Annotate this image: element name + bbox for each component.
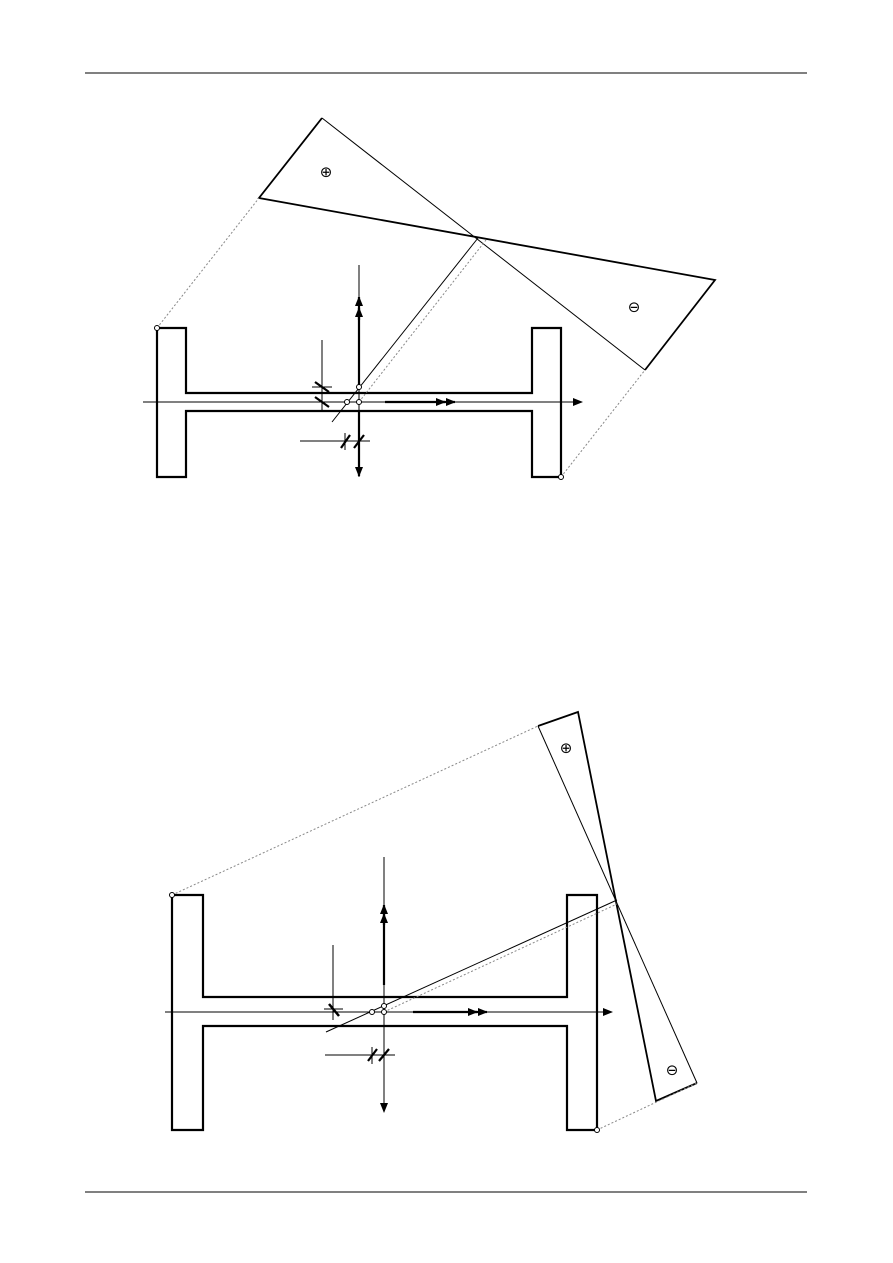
- stress-diagram-outline: [537, 710, 698, 1103]
- figure-bottom: ⊕ ⊖: [165, 710, 698, 1133]
- neutral-axis: [331, 237, 479, 423]
- projection-line: [596, 1082, 698, 1131]
- neutral-axis: [325, 899, 618, 1033]
- neutral-axis-parallel: [358, 239, 487, 403]
- figure-top: ⊕ ⊖: [143, 117, 717, 480]
- dimension-tick: [367, 1048, 378, 1062]
- projection-line: [156, 197, 260, 329]
- dimension-tick: [328, 1003, 340, 1017]
- dimension-tick: [314, 396, 330, 408]
- projection-line: [560, 369, 646, 478]
- stress-diagram-outline: [257, 117, 717, 371]
- point-marker: [558, 474, 564, 480]
- point-marker: [344, 399, 350, 405]
- positive-symbol: ⊕: [320, 163, 333, 181]
- point-marker: [154, 325, 160, 331]
- point-marker: [381, 1003, 387, 1009]
- stress-zero-line: [321, 117, 646, 371]
- point-marker: [594, 1127, 600, 1133]
- point-marker: [356, 384, 362, 390]
- point-marker: [381, 1009, 387, 1015]
- negative-symbol: ⊖: [628, 298, 641, 316]
- negative-symbol: ⊖: [666, 1061, 679, 1079]
- stress-zero-line: [537, 725, 698, 1084]
- point-marker: [356, 399, 362, 405]
- dimension-tick: [340, 434, 351, 449]
- dimension-tick: [353, 434, 365, 449]
- projection-line: [171, 725, 539, 896]
- point-marker: [369, 1009, 375, 1015]
- neutral-axis-parallel: [383, 903, 618, 1013]
- positive-symbol: ⊕: [560, 739, 573, 757]
- point-marker: [169, 892, 175, 898]
- dimension-tick: [378, 1048, 390, 1062]
